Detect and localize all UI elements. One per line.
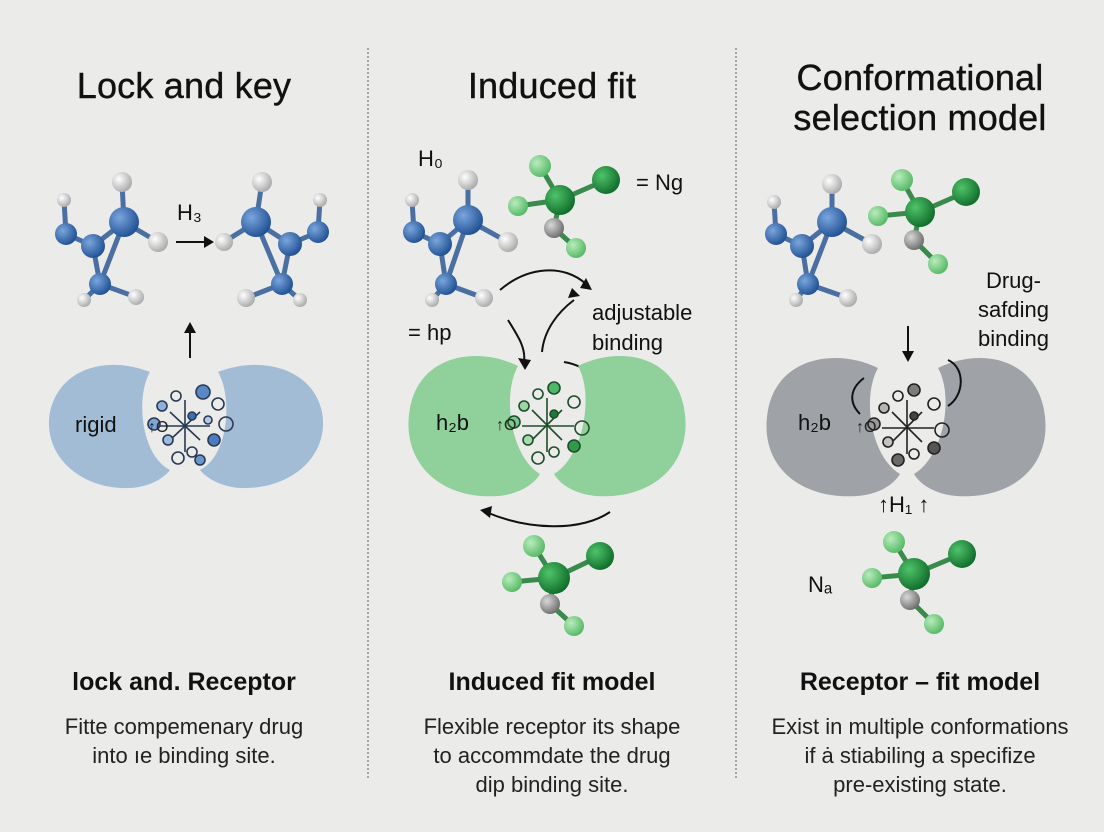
rigid-receptor (48, 364, 324, 489)
svg-text:↑O: ↑O (148, 419, 168, 436)
adjustable-binding-line: adjustable (592, 300, 693, 325)
panel-title: Conformational selection model (736, 58, 1104, 137)
svg-text:↑O: ↑O (856, 419, 876, 436)
left-equation-label: = hp (408, 320, 452, 345)
panel-description: Fitte compemenary drug into ıe binding s… (0, 712, 368, 770)
description-line: into ıe binding site. (92, 743, 276, 768)
na-label: Nₐ (808, 572, 833, 597)
panel-title: Induced fit (467, 65, 637, 106)
h1-label: ↑H₁ ↑ (878, 492, 930, 517)
conformational-selection-panel: ↑O Conformational selection model Drug- … (736, 0, 1104, 832)
lock-and-key-panel: ↑O Lock and key H₃ rigid lock and. Recep… (0, 0, 368, 832)
ligand-equation-label: = Ng (636, 170, 684, 195)
adjustable-binding-line: binding (592, 330, 663, 355)
top-left-label: H₀ (418, 146, 444, 171)
panel-subtitle: Induced fit model (448, 668, 656, 696)
panel-description: Exist in multiple conformations if ȧ st… (736, 712, 1104, 799)
arrow-label: H₃ (177, 200, 202, 225)
receptor-label: rigid (75, 412, 117, 437)
description-line: Flexible receptor its shape (423, 714, 681, 739)
adjustable-binding-label: adjustable binding (592, 298, 692, 358)
left-molecule-atoms (55, 172, 168, 307)
description-line: Exist in multiple conformations (771, 714, 1069, 739)
binding-site-molecule (147, 384, 234, 466)
panel-description: Flexible receptor its shape to accommdat… (368, 712, 736, 799)
induced-fit-illustration: ↑O (403, 155, 686, 636)
panel-title-line: Conformational (796, 57, 1044, 98)
flexible-receptor (408, 355, 686, 497)
lock-and-key-illustration: ↑O (48, 172, 329, 489)
panel-title-line: selection model (793, 96, 1047, 138)
description-line: Fitte compemenary drug (64, 714, 304, 739)
selected-receptor (766, 357, 1046, 497)
drug-binding-line: Drug- (985, 268, 1041, 293)
conformational-selection-illustration: ↑O (765, 169, 1046, 634)
panel-subtitle: lock and. Receptor (72, 668, 296, 696)
panel-title: Lock and key (76, 65, 292, 106)
svg-text:↑O: ↑O (496, 417, 516, 434)
panel-divider-2 (735, 48, 737, 778)
induced-fit-panel: ↑O Induced fit H₀ = Ng = hp adjustable b… (368, 0, 736, 832)
receptor-label: h₂b (798, 410, 832, 435)
drug-binding-line: binding (978, 326, 1049, 351)
receptor-label: h₂b (436, 410, 470, 435)
panel-subtitle: Receptor – fit model (799, 668, 1041, 696)
drug-binding-line: safding (978, 297, 1049, 322)
description-line: dip binding site. (475, 772, 629, 797)
description-line: if ȧ stiabiling a specifize (804, 743, 1036, 768)
panel-divider-1 (367, 48, 369, 778)
description-line: pre-existing state. (833, 772, 1007, 797)
description-line: to accommdate the drug (433, 743, 671, 768)
left-molecule (61, 181, 160, 302)
drug-binding-label: Drug- safding binding (978, 266, 1049, 353)
